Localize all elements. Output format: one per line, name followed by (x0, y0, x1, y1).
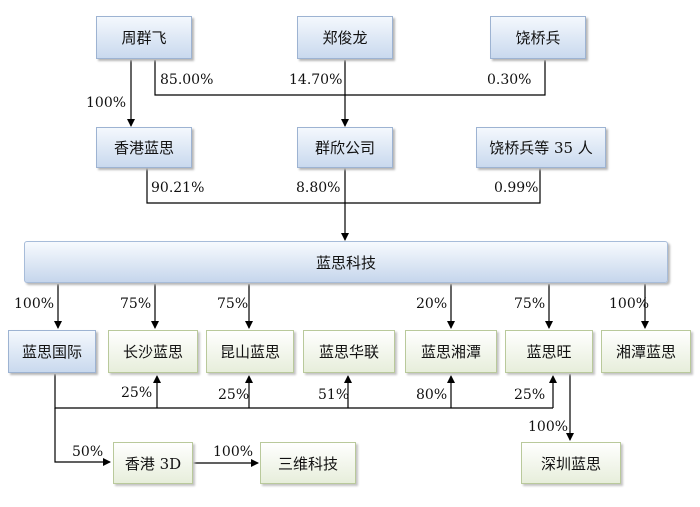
label-qunxin-to-tech: 8.80% (296, 180, 341, 196)
label-zhou-to-hk: 100% (86, 95, 127, 111)
label-zheng-to-qunxin: 14.70% (289, 72, 343, 88)
label-lanswang-to-shenzhen: 100% (528, 419, 569, 435)
node-zheng-junlong: 郑俊龙 (297, 16, 393, 59)
edge-intl-to-hk3d (54, 408, 111, 466)
label-tech-to-xiangtan: 20% (416, 296, 448, 312)
node-xiangtan-lens: 湘潭蓝思 (601, 330, 691, 373)
node-lens-technology: 蓝思科技 (24, 241, 668, 283)
node-shenzhen-lens: 深圳蓝思 (521, 442, 621, 484)
label-rao35-to-tech: 0.99% (494, 180, 539, 196)
label-tech-to-xiangtan-lens: 100% (609, 296, 650, 312)
label-zhou-to-qunxin: 85.00% (160, 72, 214, 88)
node-lens-xiangtan: 蓝思湘潭 (405, 330, 497, 373)
label-tech-to-intl: 100% (14, 296, 55, 312)
node-hk-lens: 香港蓝思 (96, 127, 192, 168)
edge-shareholders-bus (154, 60, 546, 96)
label-tech-to-lanswang: 75% (514, 296, 546, 312)
node-sanwei-tech: 三维科技 (260, 442, 356, 484)
label-intl-to-changsha: 25% (121, 385, 153, 401)
label-intl-to-huilian: 51% (318, 387, 350, 403)
edge-tier2-bus (146, 168, 541, 204)
label-hk-to-tech: 90.21% (151, 180, 205, 196)
node-lens-international: 蓝思国际 (8, 330, 96, 373)
label-tech-to-changsha: 75% (120, 296, 152, 312)
node-rao-qiaobing: 饶桥兵 (490, 16, 586, 59)
label-intl-to-xiangtan: 80% (416, 387, 448, 403)
node-changsha-lens: 长沙蓝思 (108, 330, 198, 373)
label-intl-to-hk3d: 50% (72, 444, 104, 460)
label-intl-to-kunshan: 25% (218, 387, 250, 403)
node-zhou-qunfei: 周群飞 (96, 16, 192, 59)
node-kunshan-lens: 昆山蓝思 (206, 330, 294, 373)
node-lanswang: 蓝思旺 (505, 330, 593, 373)
label-tech-to-kunshan: 75% (217, 296, 249, 312)
node-hk-3d: 香港 3D (113, 442, 193, 484)
label-intl-to-lanswang: 25% (514, 387, 546, 403)
node-lens-huilian: 蓝思华联 (303, 330, 395, 373)
label-rao-to-qunxin: 0.30% (487, 72, 532, 88)
node-rao-35-people: 饶桥兵等 35 人 (476, 127, 606, 168)
node-qunxin: 群欣公司 (297, 127, 393, 168)
label-hk3d-to-sanwei: 100% (213, 444, 254, 460)
